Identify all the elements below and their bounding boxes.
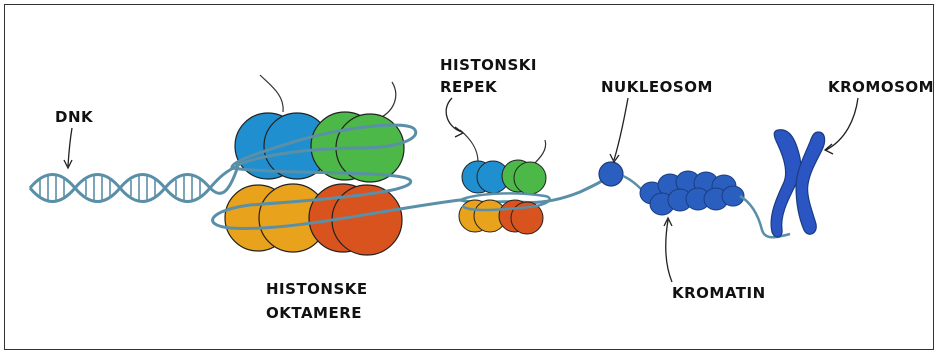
dna-helix-icon — [28, 164, 240, 203]
label-arrows — [63, 97, 859, 283]
chromosome-icon — [770, 129, 826, 238]
histone-tail-icon — [458, 129, 551, 235]
label-chromosome: KROMOSOM — [828, 78, 934, 96]
label-histone-octamer-line1: HISTONSKE — [266, 280, 368, 298]
nucleosome-icon — [598, 161, 643, 191]
label-dna: DNK — [55, 108, 94, 126]
label-histone-tail-line2: REPEK — [440, 78, 498, 96]
label-histone-octamer-line2: OKTAMERE — [266, 304, 362, 322]
label-chromatin: KROMATIN — [672, 284, 766, 302]
label-histone-tail-line1: HISTONSKI — [440, 56, 537, 74]
chromatin-fiber-icon — [639, 170, 791, 239]
label-nucleosome: NUKLEOSOM — [601, 78, 713, 96]
histone-octamer-icon — [224, 74, 405, 256]
